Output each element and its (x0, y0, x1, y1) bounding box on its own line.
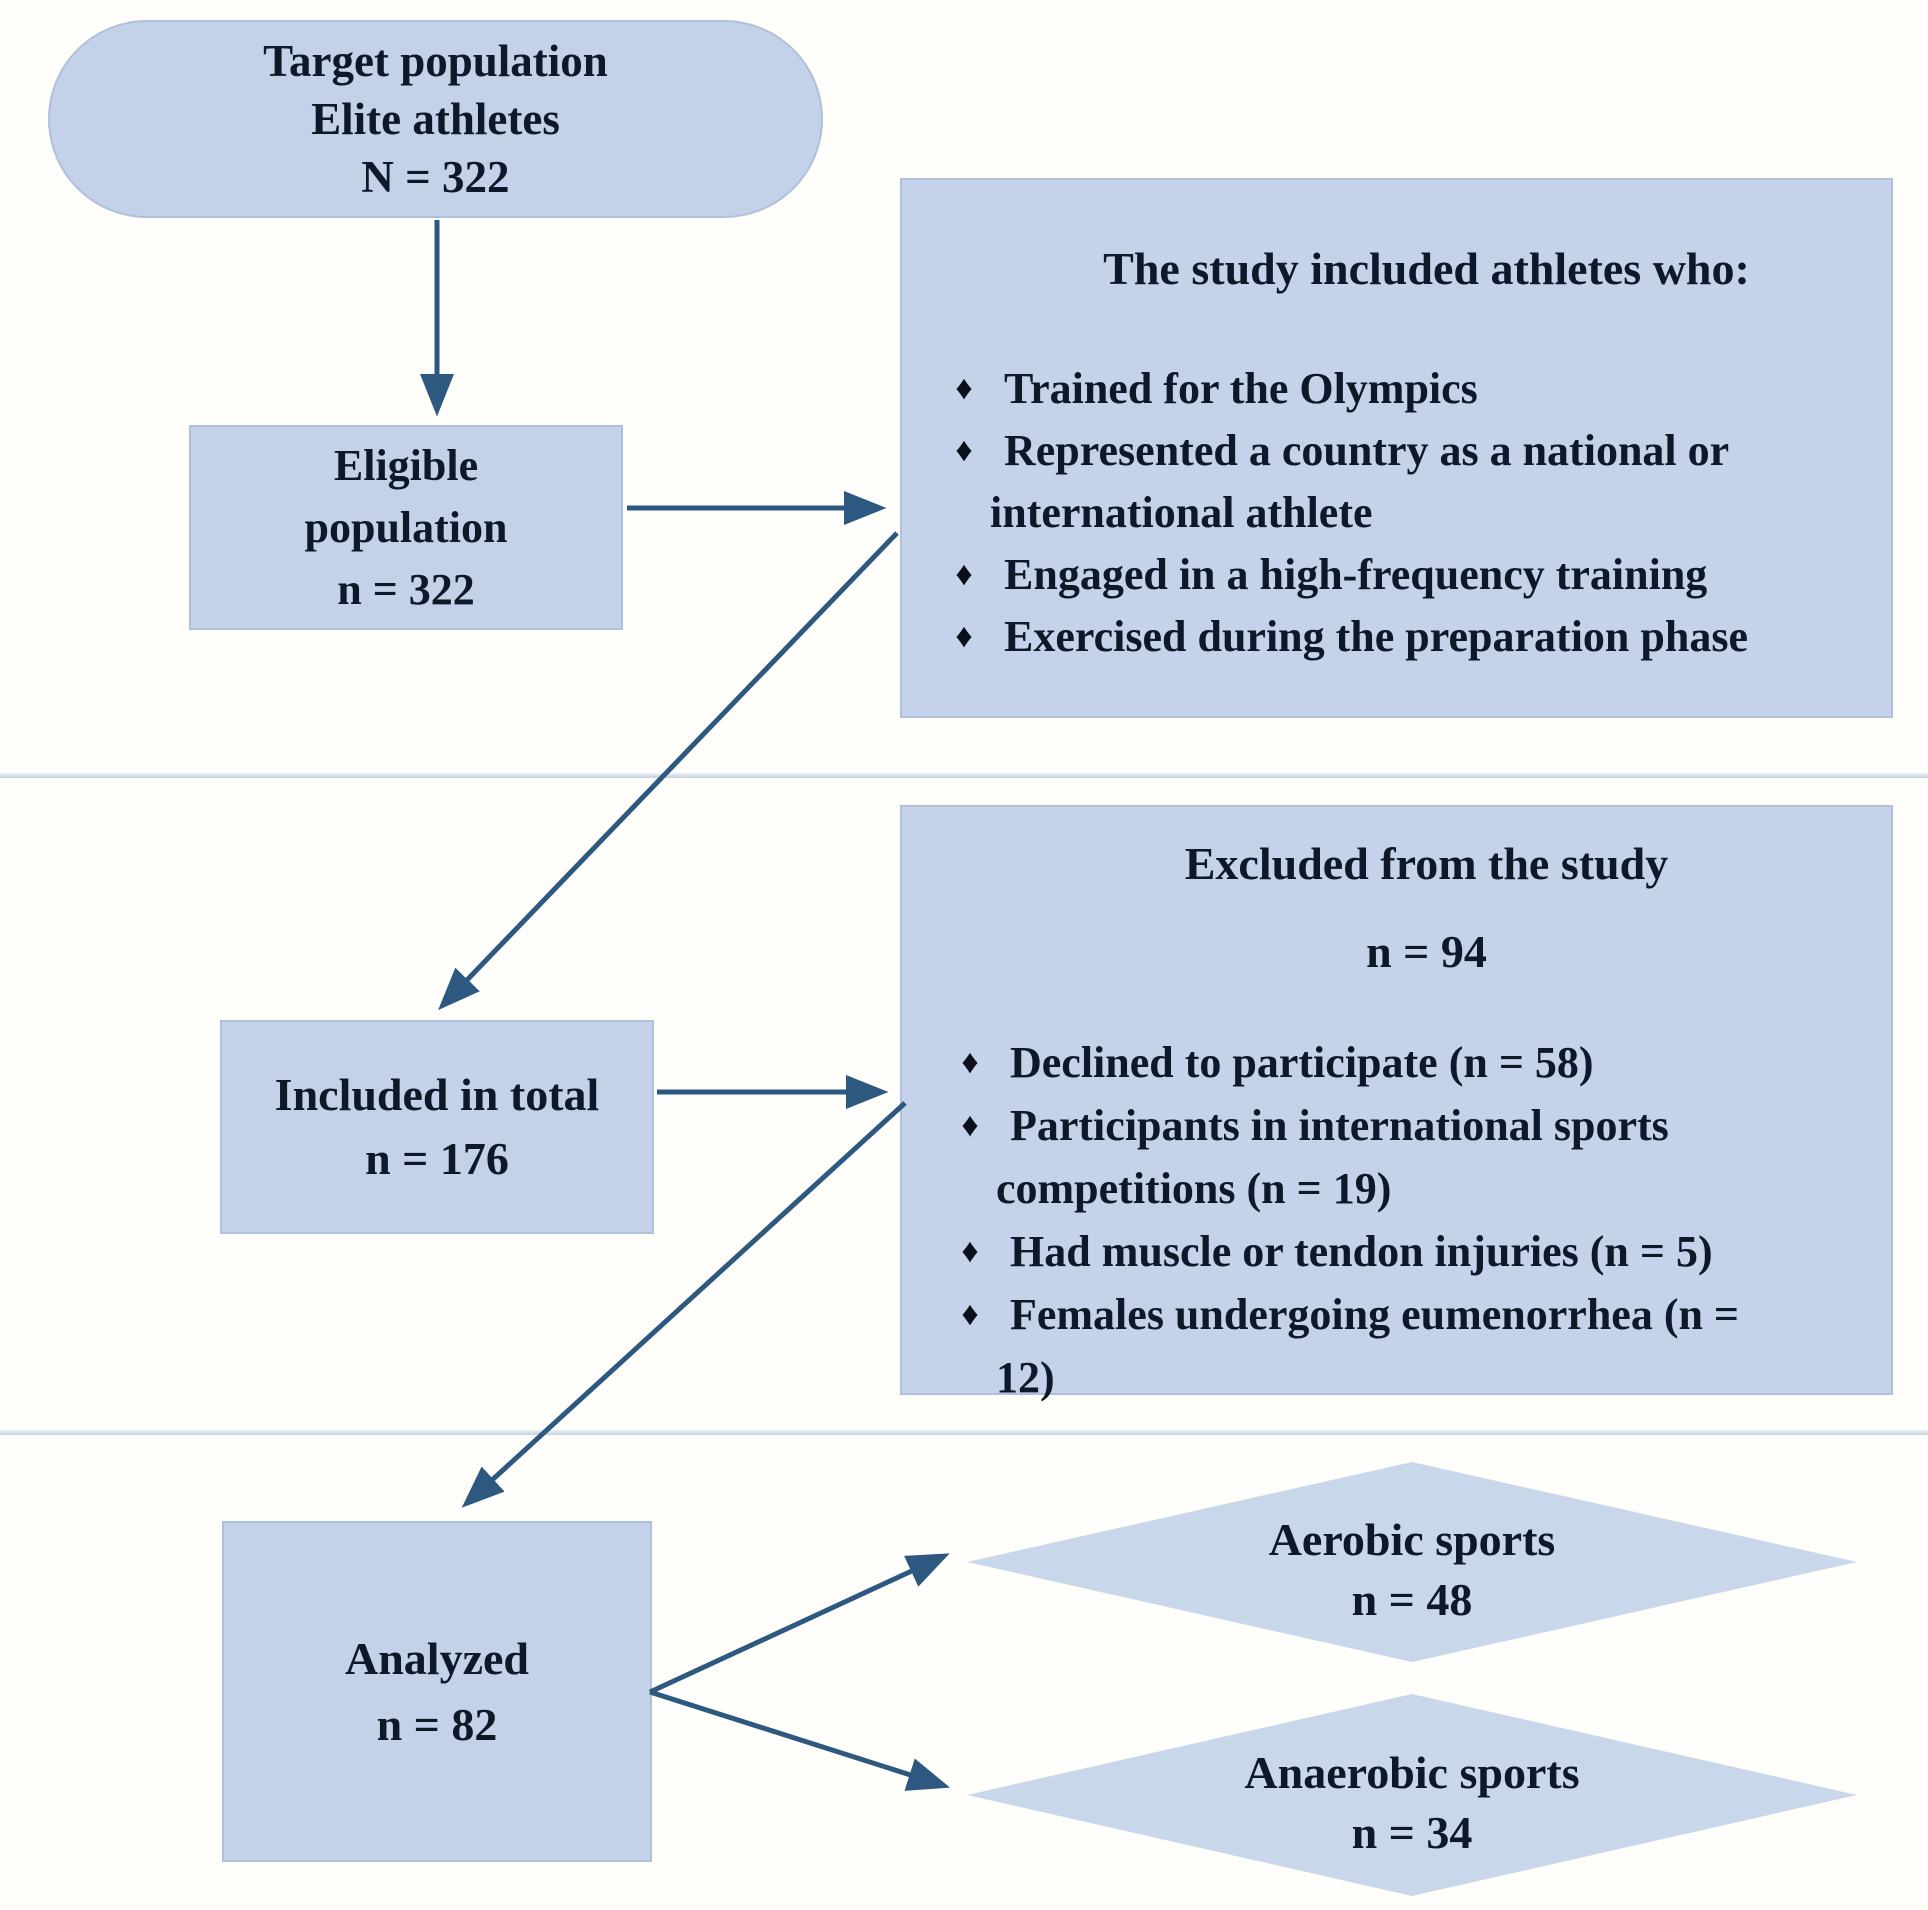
analyzed-node: Analyzed n = 82 (222, 1521, 652, 1862)
exclusion-count: n = 94 (1366, 926, 1487, 977)
aerobic-text: Aerobic sports n = 48 (1269, 1510, 1556, 1630)
bullet-line: Exercised during the preparation phase (1004, 612, 1748, 661)
bullet-item: ♦ Trained for the Olympics (924, 358, 1891, 420)
included-count: n = 176 (365, 1133, 509, 1184)
eligible-line1: Eligible (333, 440, 479, 490)
bullet-line: Engaged in a high-frequency training (1004, 550, 1708, 599)
anaerobic-sports-node: Anaerobic sports n = 34 (967, 1694, 1857, 1896)
bullet-item: ♦ Had muscle or tendon injuries (n = 5) (930, 1220, 1891, 1283)
bullet-item: ♦ Exercised during the preparation phase (924, 606, 1891, 668)
exclusion-bullet-list: ♦ Declined to participate (n = 58) ♦ Par… (902, 1031, 1891, 1409)
bullet-item: ♦ Engaged in a high-frequency training (924, 544, 1891, 606)
target-population-line1: Target population (263, 36, 608, 86)
analyzed-line1: Analyzed (345, 1632, 529, 1684)
arrow-analyzed-to-anaerobic (649, 1689, 951, 1791)
bullet-line: Participants in international sports (1010, 1101, 1669, 1150)
diamond-bullet-icon: ♦ (961, 1296, 979, 1333)
diamond-bullet-icon: ♦ (955, 432, 973, 469)
target-population-line2: Elite athletes (311, 94, 560, 144)
aerobic-count: n = 48 (1351, 1574, 1473, 1625)
diamond-bullet-icon: ♦ (961, 1233, 979, 1270)
bullet-line: Had muscle or tendon injuries (n = 5) (1010, 1227, 1713, 1276)
bullet-item: ♦ Declined to participate (n = 58) (930, 1031, 1891, 1094)
anaerobic-line1: Anaerobic sports (1244, 1747, 1580, 1798)
bullet-line-wrap: 12) (996, 1353, 1055, 1402)
section-divider-bottom (0, 1430, 1928, 1435)
bullet-line-wrap: competitions (n = 19) (996, 1164, 1392, 1213)
bullet-line: Females undergoing eumenorrhea (n = (1010, 1290, 1740, 1339)
diamond-bullet-icon: ♦ (961, 1044, 979, 1081)
eligible-count: n = 322 (337, 564, 475, 614)
aerobic-sports-node: Aerobic sports n = 48 (967, 1462, 1857, 1662)
bullet-item: ♦ Represented a country as a national or… (924, 420, 1891, 544)
inclusion-criteria-bullet-list: ♦ Trained for the Olympics ♦ Represented… (902, 358, 1891, 668)
target-population-node: Target population Elite athletes N = 322 (48, 20, 823, 218)
eligible-population-node: Eligible population n = 322 (189, 425, 623, 630)
arrow-analyzed-to-aerobic (648, 1553, 950, 1695)
target-population-count: N = 322 (361, 152, 510, 202)
diamond-bullet-icon: ♦ (961, 1107, 979, 1144)
bullet-line: Represented a country as a national or (1004, 426, 1730, 475)
inclusion-criteria-box: The study included athletes who: ♦ Train… (900, 178, 1893, 718)
bullet-item: ♦ Participants in international sports c… (930, 1094, 1891, 1220)
exclusion-title: Excluded from the study (1184, 838, 1669, 889)
included-node: Included in total n = 176 (220, 1020, 654, 1234)
bullet-line-wrap: international athlete (990, 488, 1373, 537)
bullet-line: Declined to participate (n = 58) (1010, 1038, 1594, 1087)
aerobic-line1: Aerobic sports (1268, 1514, 1556, 1565)
inclusion-criteria-title: The study included athletes who: (1103, 243, 1750, 294)
bullet-line: Trained for the Olympics (1004, 364, 1478, 413)
diamond-bullet-icon: ♦ (955, 556, 973, 593)
bullet-item: ♦ Females undergoing eumenorrhea (n = 12… (930, 1283, 1891, 1409)
section-divider-top (0, 773, 1928, 778)
included-line1: Included in total (274, 1069, 600, 1120)
eligible-line2: population (304, 502, 508, 552)
diamond-bullet-icon: ♦ (955, 370, 973, 407)
diamond-bullet-icon: ♦ (955, 618, 973, 655)
anaerobic-text: Anaerobic sports n = 34 (1244, 1743, 1579, 1863)
exclusion-box: Excluded from the study n = 94 ♦ Decline… (900, 805, 1893, 1402)
anaerobic-count: n = 34 (1351, 1807, 1473, 1858)
analyzed-count: n = 82 (376, 1698, 498, 1750)
